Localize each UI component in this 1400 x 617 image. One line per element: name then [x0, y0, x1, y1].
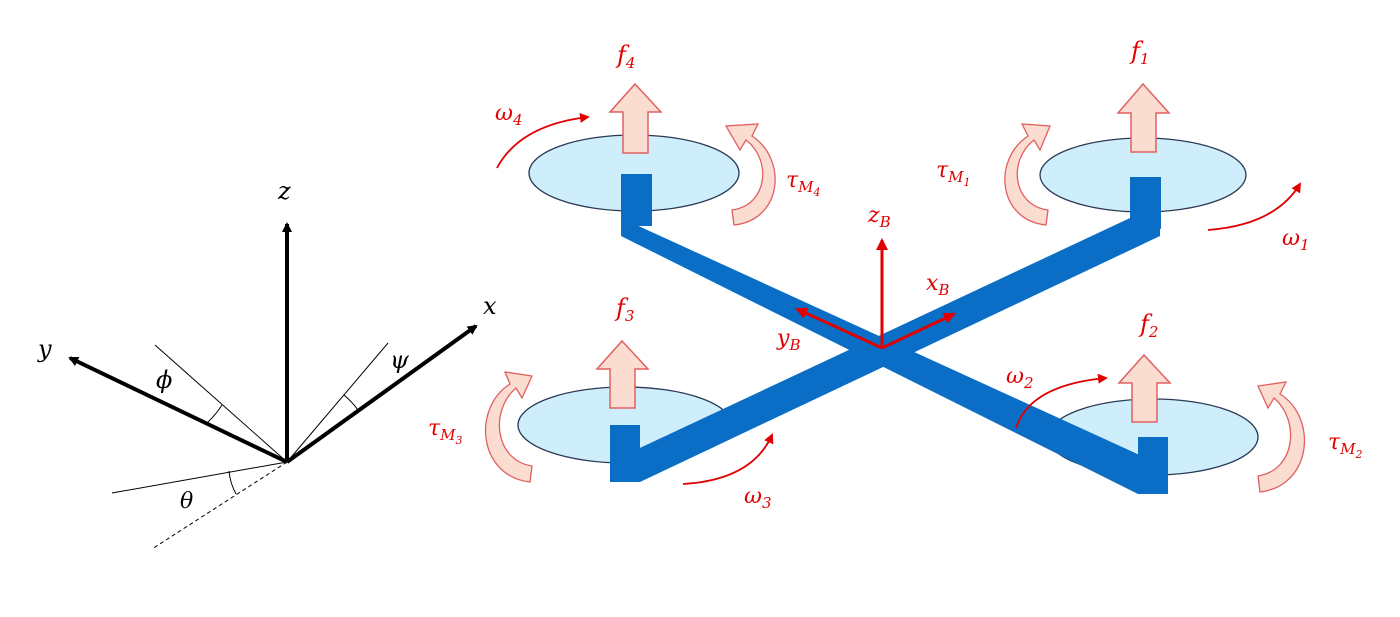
torque-arrows: [485, 123, 1305, 493]
omega-arrow-1: [1207, 182, 1302, 231]
omega-label-4: ω4: [495, 101, 523, 129]
force-label-4: f4: [615, 41, 635, 72]
force-label-2: f2: [1138, 310, 1158, 341]
motor-post-1: [1130, 177, 1161, 229]
omega-arrow-3: [682, 433, 774, 485]
thrust-arrow-1: [1116, 82, 1171, 153]
zB-label: zB: [867, 203, 891, 231]
theta-arc: [228, 470, 237, 495]
motor-post-3: [610, 425, 640, 481]
motor-post-4: [621, 174, 652, 226]
omega-arrows: [496, 112, 1302, 485]
thrust-arrow-4: [608, 82, 663, 154]
yB-label: yB: [776, 326, 800, 354]
y-axis: [68, 356, 288, 464]
psi-label: ψ: [390, 346, 410, 374]
torque-arrow-1: [1004, 123, 1051, 226]
thrust-arrow-2: [1117, 353, 1172, 423]
yB-axis: [795, 307, 883, 350]
omega-label-2: ω2: [1006, 364, 1034, 392]
inertial-frame: z y x ϕ ψ θ: [37, 177, 497, 550]
x-axis: [285, 324, 478, 464]
phi-arc: [207, 404, 223, 423]
torque-arrow-2: [1257, 381, 1305, 493]
body-frame: [795, 238, 956, 350]
force-label-1: f1: [1129, 37, 1149, 68]
z-axis-label: z: [277, 177, 291, 205]
labels: zB xB yB f4 f1 f3 f2 ω4 ω1 ω3 ω2 τM4 τM1…: [428, 37, 1363, 512]
torque-label-2: τM2: [1328, 430, 1363, 461]
psi-reference-line: [286, 342, 389, 463]
frame: [610, 174, 1168, 494]
torque-arrow-4: [724, 123, 776, 226]
theta-dashed-line: [151, 461, 288, 550]
torque-label-1: τM1: [936, 158, 971, 189]
phi-reference-line: [154, 344, 288, 463]
torque-arrow-3: [485, 371, 533, 483]
torque-label-4: τM4: [786, 168, 821, 199]
theta-reference-line: [111, 461, 288, 494]
thrust-arrows: [595, 82, 1172, 423]
torque-label-3: τM3: [428, 416, 463, 447]
motor-post-2: [1138, 437, 1168, 494]
phi-label: ϕ: [156, 366, 172, 394]
omega-label-1: ω1: [1282, 226, 1310, 254]
psi-arc: [343, 394, 359, 411]
force-label-3: f3: [614, 294, 634, 325]
thrust-arrow-3: [595, 339, 650, 409]
x-axis-label: x: [483, 292, 497, 320]
xB-axis: [881, 312, 956, 350]
omega-arrow-4: [496, 112, 590, 169]
xB-label: xB: [926, 271, 949, 299]
quadrotor: zB xB yB f4 f1 f3 f2 ω4 ω1 ω3 ω2 τM4 τM1…: [428, 37, 1363, 512]
y-axis-label: y: [37, 335, 52, 363]
omega-label-3: ω3: [744, 484, 772, 512]
omega-arrow-2: [1015, 373, 1108, 429]
arm-1-to-3: [610, 218, 1160, 482]
theta-label: θ: [180, 489, 193, 514]
